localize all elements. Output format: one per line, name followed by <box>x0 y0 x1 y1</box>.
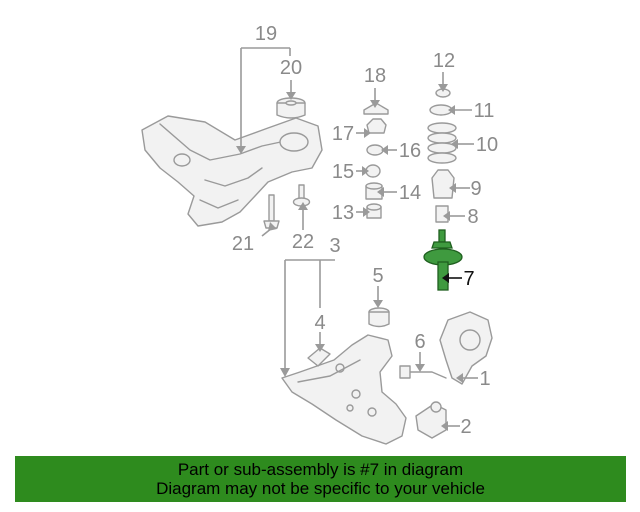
callout-18: 18 <box>364 65 386 87</box>
callout-10: 10 <box>476 134 498 156</box>
callout-5: 5 <box>372 265 383 287</box>
callout-22: 22 <box>292 231 314 253</box>
callout-11: 11 <box>474 100 495 122</box>
callout-7: 7 <box>463 268 474 290</box>
subframe-bushing <box>276 97 306 119</box>
strut-mount-kit <box>363 102 389 219</box>
callout-16: 16 <box>399 140 421 162</box>
spring-stack <box>427 88 457 223</box>
callout-13: 13 <box>332 202 354 224</box>
control-arm-rear-bushing <box>368 307 390 328</box>
callout-1: 1 <box>479 368 490 390</box>
subframe-mount-bolt <box>292 184 311 207</box>
banner-line-2: Diagram may not be specific to your vehi… <box>156 479 485 498</box>
callout-19: 19 <box>255 23 277 45</box>
callout-labels: 19 20 21 22 18 17 16 15 14 13 12 11 10 9… <box>232 23 498 438</box>
callout-17: 17 <box>332 123 354 145</box>
arrowheads <box>236 84 463 431</box>
control-arm-bushing <box>307 347 331 367</box>
subframe-bolt <box>263 194 280 229</box>
callout-12: 12 <box>433 50 455 72</box>
callout-20: 20 <box>280 57 302 79</box>
banner-line-1: Part or sub-assembly is #7 in diagram <box>177 460 464 479</box>
callout-14: 14 <box>399 182 421 204</box>
callout-4: 4 <box>314 312 325 334</box>
subframe-crossmember <box>141 115 323 227</box>
ball-joint <box>415 401 447 439</box>
stabilizer-link <box>399 365 447 379</box>
callout-3: 3 <box>329 235 340 257</box>
callout-2: 2 <box>460 416 471 438</box>
diagram-notice-banner: Part or sub-assembly is #7 in diagram Di… <box>15 456 626 502</box>
callout-9: 9 <box>470 178 481 200</box>
callout-8: 8 <box>467 206 478 228</box>
callout-21: 21 <box>232 233 254 255</box>
strut-assembly-highlighted <box>423 229 463 291</box>
callout-6: 6 <box>414 331 425 353</box>
lower-control-arm <box>281 334 407 445</box>
parts-diagram: 19 20 21 22 18 17 16 15 14 13 12 11 10 9… <box>141 23 498 445</box>
callout-15: 15 <box>332 161 354 183</box>
steering-knuckle <box>439 311 493 385</box>
